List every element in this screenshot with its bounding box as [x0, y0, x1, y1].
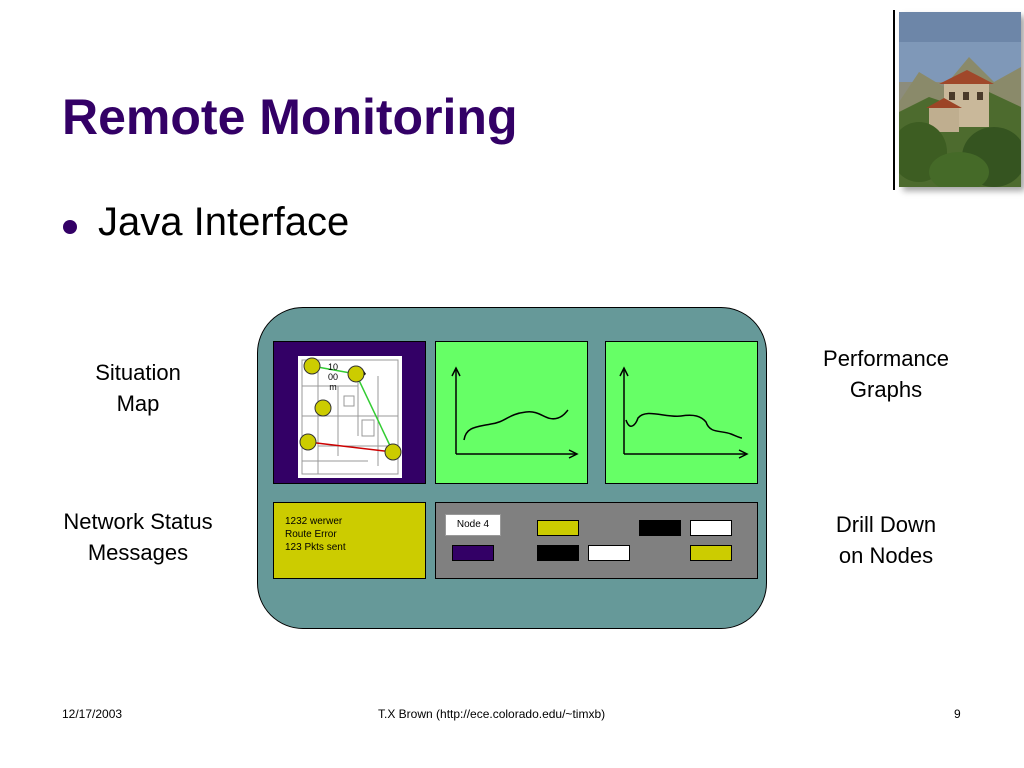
drill-label-line2: on Nodes — [838, 543, 934, 568]
footer-date: 12/17/2003 — [62, 707, 123, 721]
performance-graphs-label: Performance Graphs — [796, 343, 976, 405]
footer-page-number: 9 — [954, 707, 961, 721]
node-swatch[interactable] — [639, 520, 681, 536]
network-label-line2: Messages — [87, 540, 189, 565]
situation-map-label: Situation Map — [78, 357, 198, 419]
bullet-text: Java Interface — [98, 200, 350, 244]
node-swatch[interactable] — [690, 520, 732, 536]
drill-label-line1: Drill Down — [835, 512, 937, 537]
network-label-line1: Network Status — [63, 509, 213, 534]
footer-author: T.X Brown (http://ece.colorado.edu/~timx… — [378, 707, 606, 721]
bullet-dot — [63, 220, 77, 234]
node-swatch[interactable] — [452, 545, 494, 561]
campus-photo — [891, 12, 1024, 192]
performance-label-line2: Graphs — [849, 377, 923, 402]
situation-label-line1: Situation — [95, 360, 181, 385]
performance-graph-1[interactable] — [435, 341, 588, 484]
photo-frame — [893, 10, 1024, 190]
performance-graph-2[interactable] — [605, 341, 758, 484]
network-status-label: Network Status Messages — [38, 506, 238, 568]
node-swatch[interactable] — [537, 545, 579, 561]
map-scale-text: 1000 m — [327, 362, 338, 392]
situation-map[interactable] — [298, 356, 402, 478]
node-label[interactable]: Node 4 — [445, 514, 501, 536]
status-message: 1232 werwer — [285, 516, 343, 527]
performance-label-line1: Performance — [823, 346, 949, 371]
status-message: 123 Pkts sent — [285, 542, 346, 553]
drill-down-label: Drill Down on Nodes — [796, 509, 976, 571]
network-status-messages[interactable]: 1232 werwer Route Error 123 Pkts sent — [273, 502, 426, 579]
node-swatch[interactable] — [690, 545, 732, 561]
node-swatch[interactable] — [537, 520, 579, 536]
situation-label-line2: Map — [116, 391, 160, 416]
node-swatch[interactable] — [588, 545, 630, 561]
slide-title: Remote Monitoring — [62, 89, 518, 145]
status-message: Route Error — [285, 529, 337, 540]
